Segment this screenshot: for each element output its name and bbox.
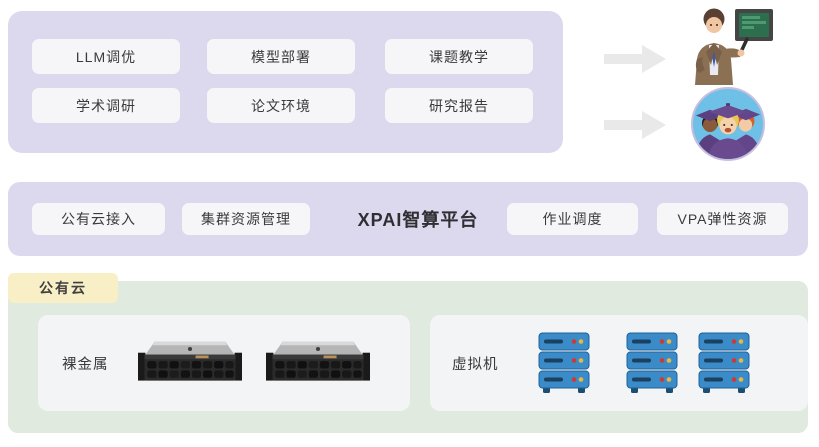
bare-metal-label: 裸金属 [62, 356, 109, 373]
chip-job-scheduling: 作业调度 [507, 203, 638, 235]
teacher-blackboard-icon [695, 8, 773, 85]
chip-model-deploy: 模型部署 [207, 39, 355, 74]
virtual-machine-label: 虚拟机 [452, 356, 499, 373]
server-stack-icon [698, 332, 750, 393]
right-arrow-icon [604, 45, 666, 73]
chip-llm-tuning: LLM调优 [32, 39, 180, 74]
public-cloud-tag: 公有云 [8, 273, 118, 303]
application-scenarios-panel: LLM调优 模型部署 课题教学 学术调研 论文环境 研究报告 [8, 11, 563, 153]
rack-server-image [138, 341, 242, 381]
chip-paper-environment: 论文环境 [207, 88, 355, 123]
server-stack-icon [538, 332, 590, 393]
public-cloud-panel: 裸金属 [8, 281, 808, 433]
virtual-machine-box: 虚拟机 [430, 315, 808, 411]
chip-vpa-elastic-resources: VPA弹性资源 [657, 203, 788, 235]
rack-server-image [266, 341, 370, 381]
chip-academic-research: 学术调研 [32, 88, 180, 123]
server-stack-icon [626, 332, 678, 393]
chip-research-report: 研究报告 [385, 88, 533, 123]
platform-title: XPAI智算平台 [357, 210, 479, 230]
chip-cluster-resource-mgmt: 集群资源管理 [182, 203, 310, 235]
chip-public-cloud-access: 公有云接入 [32, 203, 165, 235]
xpai-platform-panel: 公有云接入 集群资源管理 XPAI智算平台 作业调度 VPA弹性资源 [8, 182, 808, 256]
bare-metal-box: 裸金属 [38, 315, 410, 411]
right-arrow-icon [604, 111, 666, 139]
graduates-group-icon [691, 87, 765, 161]
chip-course-teaching: 课题教学 [385, 39, 533, 74]
